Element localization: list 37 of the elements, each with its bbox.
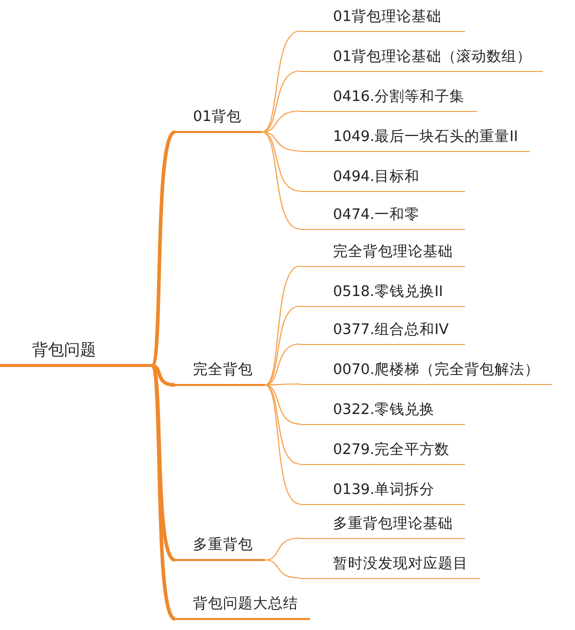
branch-line	[150, 365, 176, 620]
branch-line	[264, 384, 300, 465]
topic-node: 0070.爬楼梯（完全背包解法）	[300, 360, 552, 385]
topic-node: 多重背包理论基础	[300, 514, 465, 539]
branch-line	[262, 70, 300, 133]
branch-line	[264, 384, 300, 425]
topic-node: 1049.最后一块石头的重量II	[300, 127, 530, 152]
topic-node: 01背包理论基础	[300, 7, 465, 32]
topic-node: 0279.完全平方数	[300, 440, 465, 465]
topic-node: 0322.零钱兑换	[300, 400, 465, 425]
branch-line	[264, 537, 300, 561]
topic-node: 背包问题	[0, 340, 152, 367]
topic-node: 背包问题大总结	[175, 594, 310, 620]
topic-node: 完全背包	[175, 360, 265, 386]
branch-line	[262, 131, 300, 192]
topic-node: 0139.单词拆分	[300, 480, 465, 505]
branch-line	[264, 384, 300, 505]
branch-line	[262, 131, 300, 152]
topic-node: 多重背包	[175, 535, 265, 561]
topic-node: 01背包	[175, 107, 262, 133]
topic-node: 0474.一和零	[300, 205, 465, 230]
topic-node: 0377.组合总和IV	[300, 320, 465, 345]
branch-line	[264, 305, 300, 386]
topic-node: 暂时没发现对应题目	[300, 554, 480, 579]
branch-line	[264, 559, 300, 579]
branch-line	[264, 265, 300, 386]
topic-node: 0416.分割等和子集	[300, 87, 477, 112]
branch-line	[150, 130, 176, 367]
topic-node: 完全背包理论基础	[300, 242, 465, 267]
topic-node: 01背包理论基础（滚动数组）	[300, 47, 544, 72]
branch-line	[152, 364, 176, 387]
branch-line	[265, 383, 300, 386]
topic-node: 0518.零钱兑换II	[300, 282, 465, 307]
branch-line	[264, 343, 300, 386]
topic-node: 0494.目标和	[300, 167, 465, 192]
branch-line	[262, 132, 300, 230]
branch-line	[262, 30, 300, 132]
